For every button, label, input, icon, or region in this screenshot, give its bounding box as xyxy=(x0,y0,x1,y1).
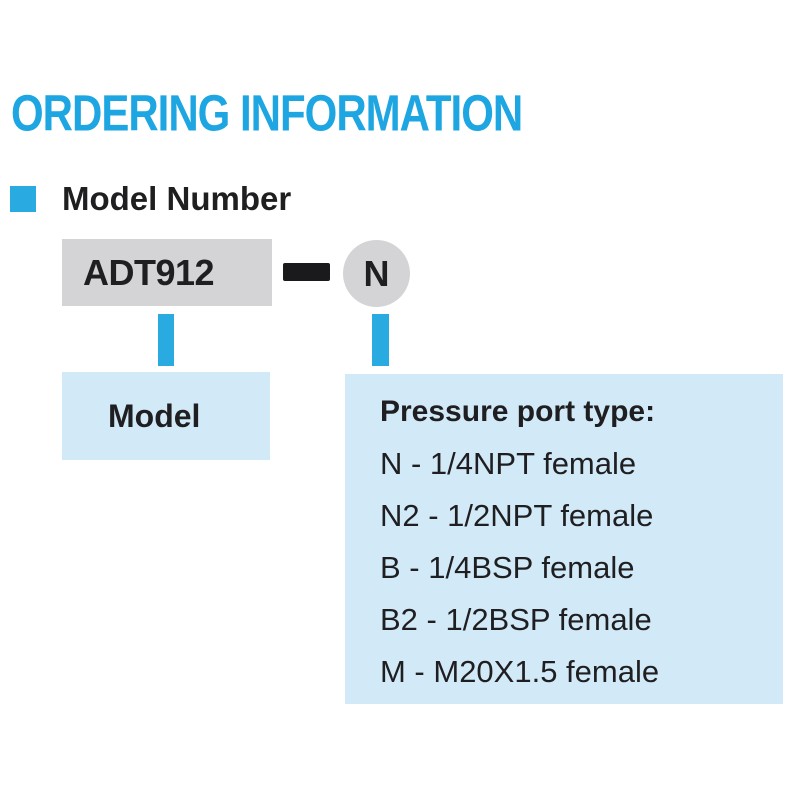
connector-line-model xyxy=(158,314,174,366)
port-panel-title: Pressure port type: xyxy=(380,395,656,428)
section-header: Model Number xyxy=(10,180,292,217)
model-code-box: ADT912 xyxy=(62,239,272,306)
port-code-label: N xyxy=(363,252,390,294)
model-label: Model xyxy=(108,397,201,434)
model-label-box: Model xyxy=(62,372,270,460)
model-code-label: ADT912 xyxy=(83,251,215,293)
port-type-panel: Pressure port type: N - 1/4NPT female N2… xyxy=(345,374,783,704)
section-title: Model Number xyxy=(62,180,292,217)
port-option: B - 1/4BSP female xyxy=(380,550,635,585)
port-option: N - 1/4NPT female xyxy=(380,446,637,481)
port-option: M - M20X1.5 female xyxy=(380,654,660,689)
port-option: N2 - 1/2NPT female xyxy=(380,498,654,533)
separator-dash xyxy=(283,263,330,281)
bullet-square-icon xyxy=(10,186,36,212)
connector-line-port xyxy=(372,314,389,366)
page-title: ORDERING INFORMATION xyxy=(11,84,523,142)
port-code-circle: N xyxy=(343,240,410,307)
port-option: B2 - 1/2BSP female xyxy=(380,602,652,637)
